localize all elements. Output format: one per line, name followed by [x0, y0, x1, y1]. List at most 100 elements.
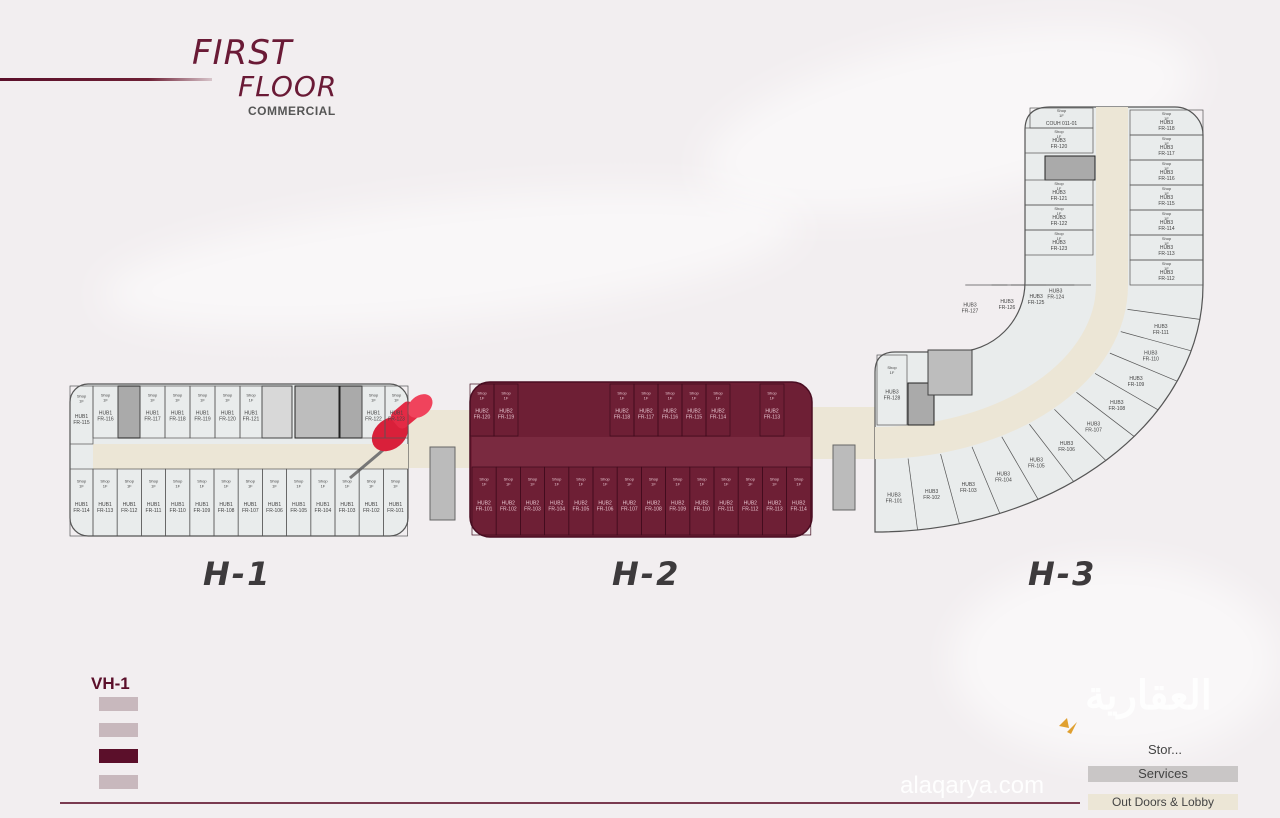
- unit-label: Shop: [246, 392, 256, 397]
- unit-label: Shop: [198, 392, 208, 397]
- unit-label: HUB2: [663, 409, 677, 415]
- unit-divider: [1054, 409, 1107, 461]
- unit-label: FR-115: [686, 415, 703, 421]
- building-h2[interactable]: Shop1FHUB2FR-120Shop1FHUB2FR-119Shop1FHU…: [469, 381, 813, 538]
- unit-label: 1F: [748, 482, 753, 487]
- unit-label: HUB1: [367, 411, 381, 417]
- unit-label: HUB2: [526, 500, 540, 506]
- unit-label: 1F: [127, 483, 132, 488]
- unit-label: FR-112: [742, 506, 759, 512]
- unit-label: 1F: [296, 483, 301, 488]
- unit-label: 1F: [1164, 216, 1169, 221]
- unit-label: HUB2: [671, 500, 685, 506]
- unit-label: FR-118: [169, 417, 186, 423]
- unit-label: FR-123: [1051, 246, 1068, 252]
- unit-label: FR-116: [662, 415, 679, 421]
- unit-label: HUB3: [885, 390, 899, 396]
- unit-label: 1F: [772, 482, 777, 487]
- unit-label: HUB1: [146, 411, 160, 417]
- unit-label: FR-101: [476, 506, 493, 512]
- legend-swatch-selected: [99, 749, 138, 763]
- unit-label: FR-113: [1158, 251, 1175, 257]
- stair-icon: [1044, 155, 1096, 181]
- building-h1-units[interactable]: Shop1FHUB1FR-115Shop1FHUB1FR-116Shop1FHU…: [69, 385, 409, 537]
- building-label-h1: H-1: [203, 555, 272, 593]
- building-h3[interactable]: Shop1FHUB3FR-118Shop1FHUB3FR-117Shop1FHU…: [874, 106, 1204, 533]
- unit-label: FR-106: [597, 506, 614, 512]
- unit-label: FR-112: [121, 508, 138, 514]
- unit-label: FR-118: [1158, 126, 1175, 132]
- unit-label: Shop: [600, 477, 610, 482]
- unit-label: 1F: [79, 483, 84, 488]
- unit-label: HUB2: [623, 500, 637, 506]
- unit-label: 1F: [770, 395, 775, 400]
- unit-label: 1F: [1057, 186, 1062, 191]
- unit-label: 1F: [225, 397, 230, 402]
- unit-label: HUB3: [1029, 294, 1043, 300]
- unit-label: HUB1: [244, 502, 258, 508]
- unit-label: HUB3: [1154, 324, 1168, 330]
- unit-label: 1F: [1164, 166, 1169, 171]
- unit-divider: [907, 458, 918, 530]
- unit-label: HUB2: [647, 500, 661, 506]
- unit-label: Shop: [552, 477, 562, 482]
- unit-label: HUB3: [1160, 195, 1174, 201]
- unit-label: Shop: [367, 478, 377, 483]
- building-h1[interactable]: [69, 383, 409, 537]
- unit-label: Shop: [504, 477, 514, 482]
- unit-label: HUB1: [195, 502, 209, 508]
- unit-label: HUB3: [887, 493, 901, 499]
- unit-label: HUB3: [1052, 138, 1066, 144]
- unit-label: 1F: [345, 483, 350, 488]
- unit-label: FR-122: [1051, 221, 1068, 227]
- legend-swatch: [99, 697, 138, 711]
- unit-label: HUB1: [390, 411, 404, 417]
- unit-label: FR-114: [73, 508, 90, 514]
- stair-icon: [117, 385, 141, 439]
- unit-label: Shop: [1054, 231, 1064, 236]
- unit-label: HUB3: [1052, 190, 1066, 196]
- unit-label: 1F: [554, 482, 559, 487]
- unit-label: HUB3: [1160, 145, 1174, 151]
- unit-label: Shop: [1162, 161, 1172, 166]
- unit-label: 1F: [530, 482, 535, 487]
- unit-label: HUB3: [1000, 299, 1014, 305]
- escalator-icon: [429, 446, 456, 521]
- unit-label: Shop: [270, 478, 280, 483]
- title-rule: [0, 78, 212, 81]
- unit-label: HUB1: [221, 411, 235, 417]
- unit-label: FR-103: [524, 506, 541, 512]
- unit-label: Shop: [318, 478, 328, 483]
- unit-label: HUB3: [1087, 422, 1101, 428]
- unit-label: HUB3: [1160, 170, 1174, 176]
- unit-label: HUB2: [687, 409, 701, 415]
- unit-label: FR-120: [474, 415, 491, 421]
